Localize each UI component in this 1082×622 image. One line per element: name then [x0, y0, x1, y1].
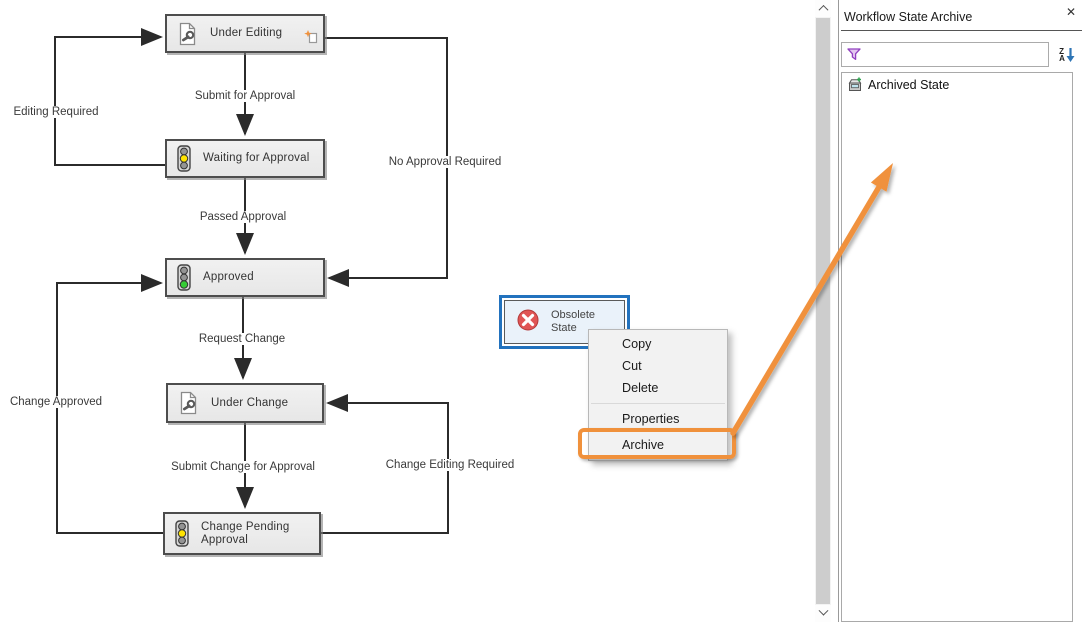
transition-label-submit-for-approval: Submit for Approval — [191, 90, 299, 102]
chevron-up-icon — [818, 4, 828, 15]
transition-label-request-change: Request Change — [195, 333, 289, 345]
state-label: Change Pending Approval — [201, 520, 290, 546]
state-label: Under Editing — [210, 27, 283, 39]
menu-item-delete[interactable]: Delete — [622, 381, 659, 395]
transition-line-editing-required[interactable] — [54, 28, 165, 166]
archive-box-icon — [847, 77, 863, 92]
scroll-up-button[interactable] — [815, 0, 831, 17]
transition-label-change-editing-required: Change Editing Required — [382, 459, 518, 471]
initial-state-icon — [304, 30, 319, 49]
title-underline — [841, 30, 1082, 31]
menu-separator — [591, 403, 725, 404]
state-under-editing[interactable]: Under Editing — [165, 14, 325, 53]
error-cross-icon — [517, 309, 539, 336]
traffic-light-green-icon — [177, 264, 191, 291]
menu-item-archive[interactable]: Archive — [622, 438, 664, 452]
transition-label-submit-change-for-approval: Submit Change for Approval — [168, 461, 318, 473]
transition-label-no-approval-required: No Approval Required — [385, 156, 505, 168]
traffic-light-yellow-icon — [177, 145, 191, 172]
transition-line-change-approved[interactable] — [56, 274, 163, 534]
document-edit-icon — [178, 391, 199, 415]
list-item-label: Archived State — [868, 77, 950, 92]
menu-item-properties[interactable]: Properties — [622, 412, 680, 426]
filter-input[interactable] — [865, 42, 1048, 67]
menu-item-cut[interactable]: Cut — [622, 359, 642, 373]
filter-funnel-icon — [847, 48, 861, 61]
menu-item-copy[interactable]: Copy — [622, 337, 652, 351]
sort-arrow-down-icon — [1066, 48, 1075, 62]
archived-states-list[interactable]: Archived State — [841, 72, 1073, 622]
state-obsolete-selected[interactable]: Obsolete State — [499, 295, 630, 349]
state-approved[interactable]: Approved — [165, 258, 325, 297]
state-under-change[interactable]: Under Change — [166, 383, 324, 423]
transition-connectors — [54, 28, 449, 534]
state-label: Waiting for Approval — [203, 152, 310, 164]
close-icon[interactable]: ✕ — [1065, 5, 1077, 19]
panel-title: Workflow State Archive — [844, 10, 973, 24]
scrollbar-thumb[interactable] — [816, 18, 830, 604]
canvas-vertical-scrollbar[interactable] — [815, 0, 831, 622]
filter-input-wrapper — [841, 42, 1049, 67]
traffic-light-yellow-icon — [175, 520, 189, 547]
state-waiting-for-approval[interactable]: Waiting for Approval — [165, 139, 325, 178]
list-item-archived-state[interactable]: Archived State — [847, 77, 1072, 92]
context-menu: Copy Cut Delete Properties Archive — [588, 329, 728, 461]
transition-label-passed-approval: Passed Approval — [196, 211, 290, 223]
chevron-down-icon — [818, 605, 828, 616]
state-label: Obsolete State — [551, 309, 596, 334]
document-edit-icon — [177, 22, 198, 46]
state-change-pending-approval[interactable]: Change Pending Approval — [163, 512, 321, 555]
transition-label-editing-required: Editing Required — [10, 106, 102, 118]
state-label: Approved — [203, 271, 254, 283]
state-label: Under Change — [211, 396, 289, 409]
transition-label-change-approved: Change Approved — [6, 396, 106, 408]
scroll-down-button[interactable] — [815, 605, 831, 622]
